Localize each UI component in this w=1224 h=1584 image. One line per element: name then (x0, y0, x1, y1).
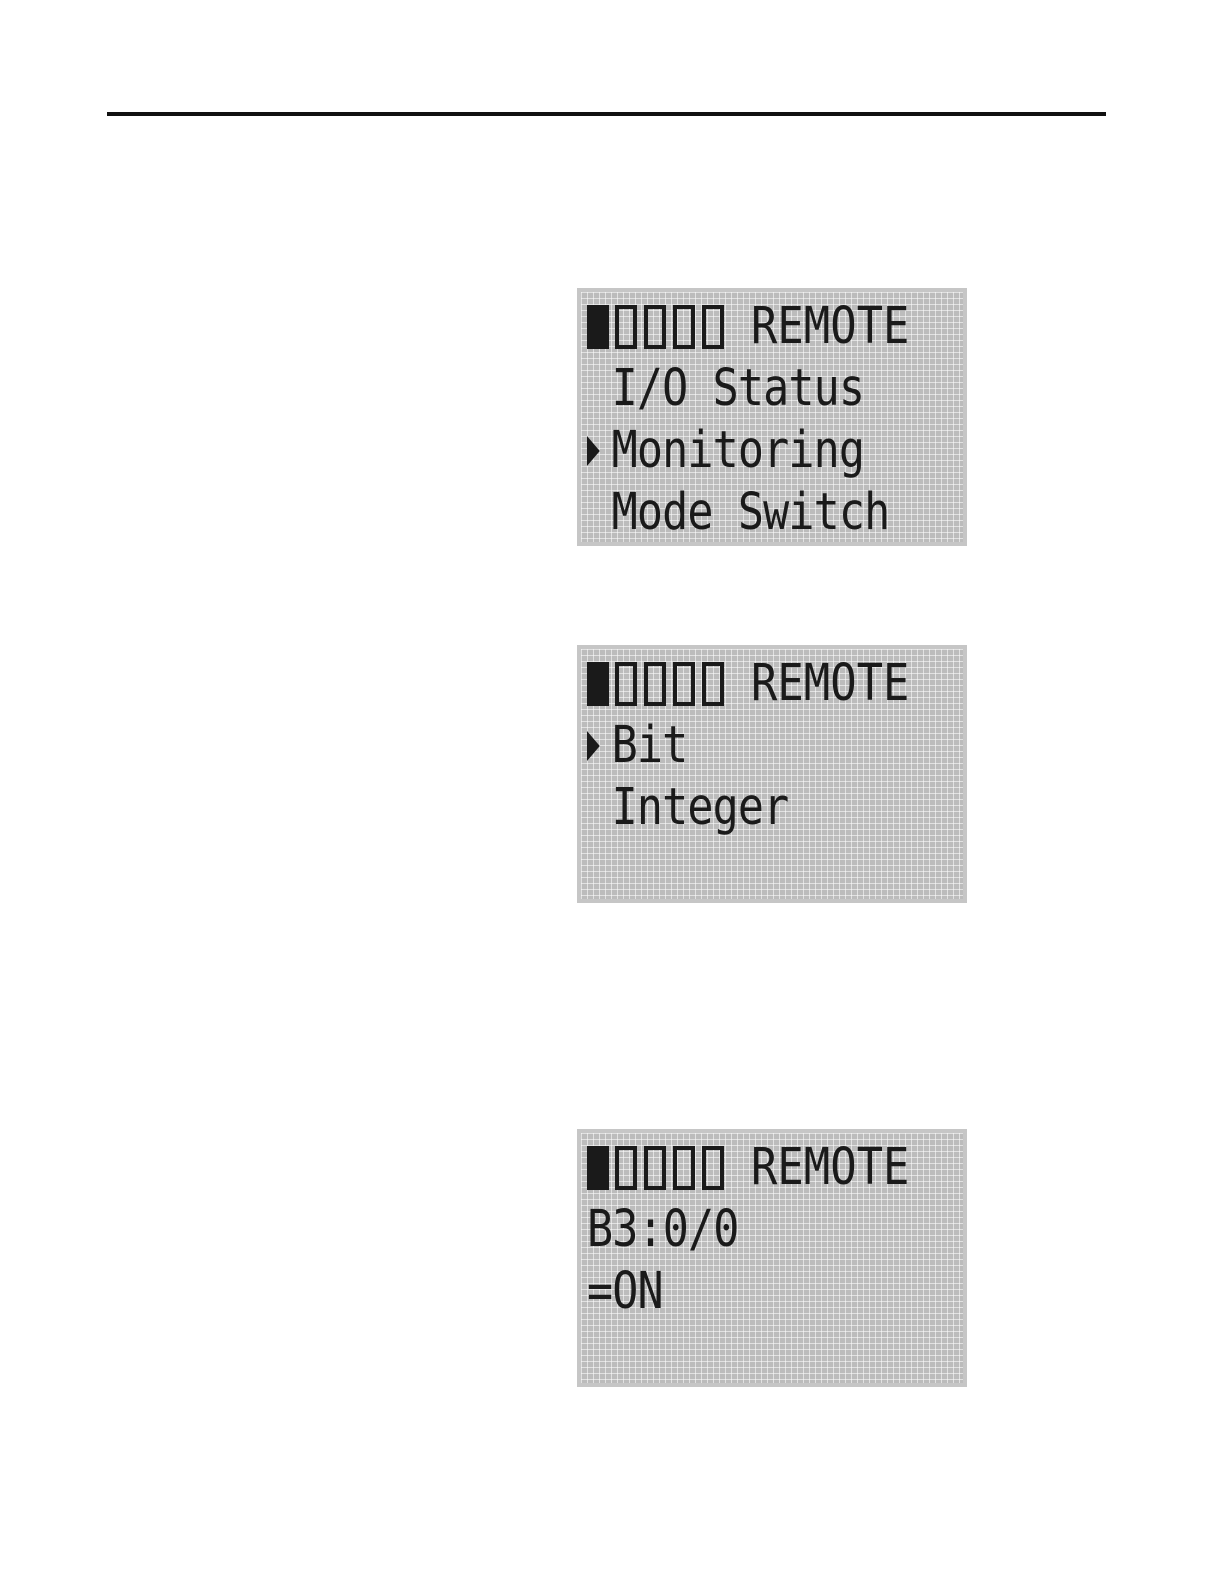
menu-item-bit[interactable]: Bit (587, 715, 903, 777)
lcd-screen-main-menu: REMOTE I/O Status Monitoring Mode Switch (577, 288, 967, 546)
menu-item-label: Integer (612, 777, 789, 839)
lcd-status-row: REMOTE (587, 653, 959, 715)
empty-block-icon (673, 1146, 695, 1190)
filled-block-icon (587, 662, 609, 706)
menu-item-label: I/O Status (612, 358, 864, 420)
bit-address: B3:0/0 (587, 1199, 738, 1261)
lcd-empty-line (587, 1323, 903, 1385)
lcd-empty-line (587, 839, 903, 901)
triangle-right-icon (587, 731, 600, 761)
header-rule (107, 112, 1106, 116)
mode-status-text: REMOTE (751, 1137, 909, 1199)
empty-block-icon (673, 305, 695, 349)
filled-block-icon (587, 305, 609, 349)
triangle-right-icon (587, 436, 600, 466)
lcd-status-row: REMOTE (587, 296, 959, 358)
empty-block-icon (644, 305, 666, 349)
filled-block-icon (587, 1146, 609, 1190)
mode-status-text: REMOTE (751, 653, 909, 715)
empty-block-icon (644, 662, 666, 706)
menu-item-label: Bit (612, 715, 688, 777)
empty-block-icon (702, 1146, 724, 1190)
empty-block-icon (702, 662, 724, 706)
mode-status-text: REMOTE (751, 296, 909, 358)
empty-block-icon (615, 305, 637, 349)
bit-value: =ON (587, 1261, 663, 1323)
empty-block-icon (615, 662, 637, 706)
lcd-status-row: REMOTE (587, 1137, 959, 1199)
bit-address-line: B3:0/0 (587, 1199, 903, 1261)
menu-item-io-status[interactable]: I/O Status (587, 358, 903, 420)
menu-item-integer[interactable]: Integer (587, 777, 903, 839)
empty-block-icon (673, 662, 695, 706)
empty-block-icon (702, 305, 724, 349)
menu-item-monitoring[interactable]: Monitoring (587, 420, 903, 482)
menu-item-label: Monitoring (612, 420, 864, 482)
empty-block-icon (615, 1146, 637, 1190)
empty-block-icon (644, 1146, 666, 1190)
bit-value-line: =ON (587, 1261, 903, 1323)
lcd-screen-monitoring-menu: REMOTE Bit Integer (577, 645, 967, 903)
lcd-screen-bit-value: REMOTE B3:0/0 =ON (577, 1129, 967, 1387)
menu-item-mode-switch[interactable]: Mode Switch (587, 482, 903, 544)
menu-item-label: Mode Switch (612, 482, 890, 544)
